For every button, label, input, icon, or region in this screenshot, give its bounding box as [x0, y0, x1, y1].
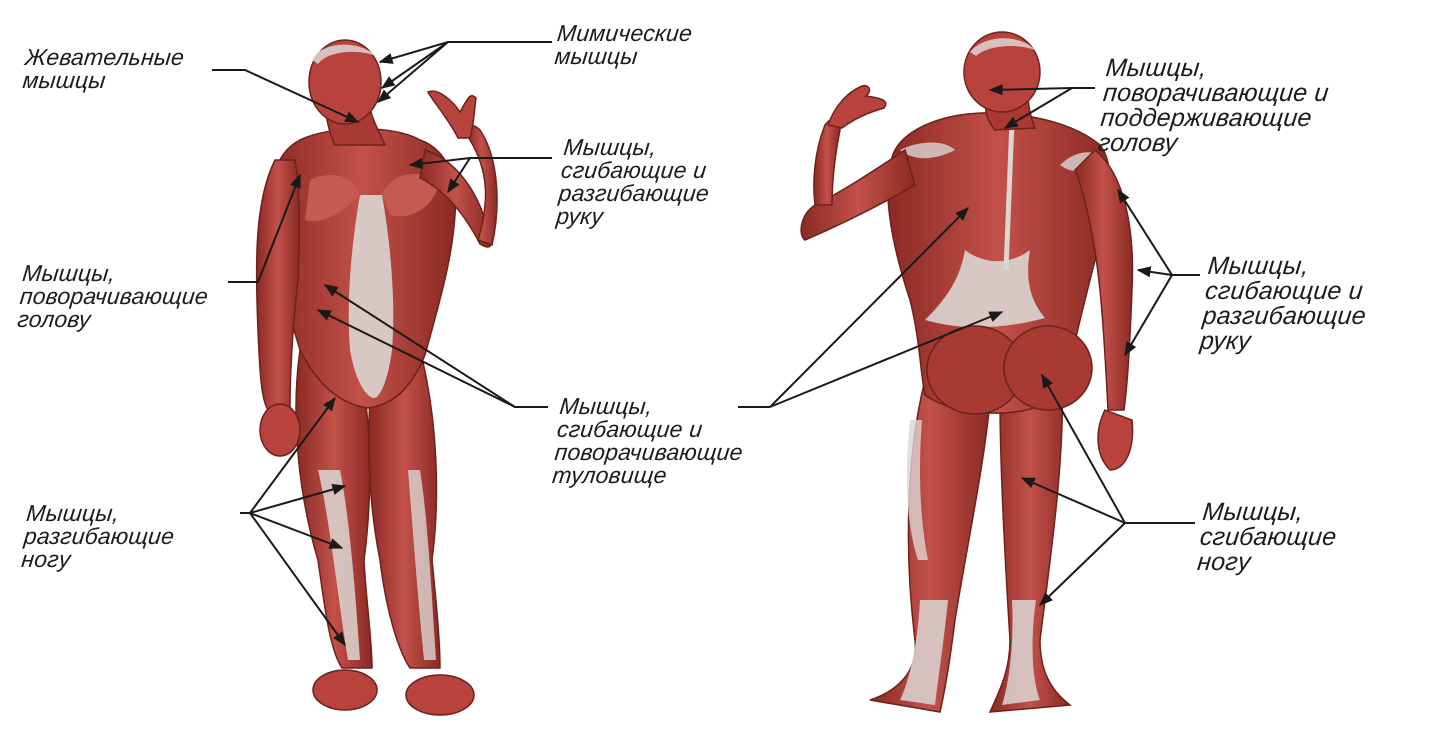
label-line: Мышцы, [1207, 254, 1373, 279]
label-head-turning-muscles: Мышцы, поворачивающие голову [16, 262, 211, 331]
label-line: руку [1199, 329, 1365, 354]
label-line: Мимические [556, 22, 693, 45]
leader-arm-back-2 [1138, 270, 1172, 275]
label-line: Мышцы, [25, 502, 178, 525]
leader-mimic-1 [380, 42, 552, 62]
label-line: сгибающие [1199, 525, 1338, 550]
label-mimic-muscles: Мимические мышцы [554, 22, 694, 68]
label-line: Жевательные [24, 46, 185, 69]
front-figure [257, 40, 497, 715]
label-line: голову [16, 308, 206, 331]
label-line: Мышцы, [1201, 500, 1340, 525]
label-line: Мышцы, [21, 262, 211, 285]
label-line: разгибающие [1201, 304, 1367, 329]
label-line: Мышцы, [1105, 56, 1333, 81]
label-line: сгибающие и [556, 418, 746, 441]
label-line: мышцы [22, 69, 183, 92]
label-line: голову [1097, 131, 1325, 156]
label-chewing-muscles: Жевательные мышцы [22, 46, 186, 92]
label-arm-front-muscles: Мышцы, сгибающие и разгибающие руку [555, 136, 715, 228]
label-line: ногу [20, 548, 173, 571]
label-trunk-muscles: Мышцы, сгибающие и поворачивающие тулови… [551, 395, 749, 487]
label-line: Мышцы, [558, 395, 748, 418]
label-line: сгибающие и [560, 159, 713, 182]
label-line: сгибающие и [1204, 279, 1370, 304]
label-line: разгибающие [558, 182, 711, 205]
label-arm-back-muscles: Мышцы, сгибающие и разгибающие руку [1199, 254, 1373, 354]
label-line: поворачивающие [19, 285, 209, 308]
label-line: туловище [551, 464, 741, 487]
label-line: руку [555, 205, 708, 228]
back-figure [801, 32, 1132, 712]
label-line: Мышцы, [562, 136, 715, 159]
leader-mimic-2 [382, 42, 448, 88]
label-line: поддерживающие [1099, 106, 1327, 131]
label-line: поворачивающие и [1102, 81, 1330, 106]
label-line: мышцы [554, 45, 691, 68]
label-line: поворачивающие [554, 441, 744, 464]
label-leg-extensor-muscles: Мышцы, разгибающие ногу [20, 502, 178, 571]
label-line: разгибающие [23, 525, 176, 548]
label-line: ногу [1196, 550, 1335, 575]
label-leg-flexor-muscles: Мышцы, сгибающие ногу [1196, 500, 1340, 575]
label-head-support-muscles: Мышцы, поворачивающие и поддерживающие г… [1097, 56, 1333, 156]
